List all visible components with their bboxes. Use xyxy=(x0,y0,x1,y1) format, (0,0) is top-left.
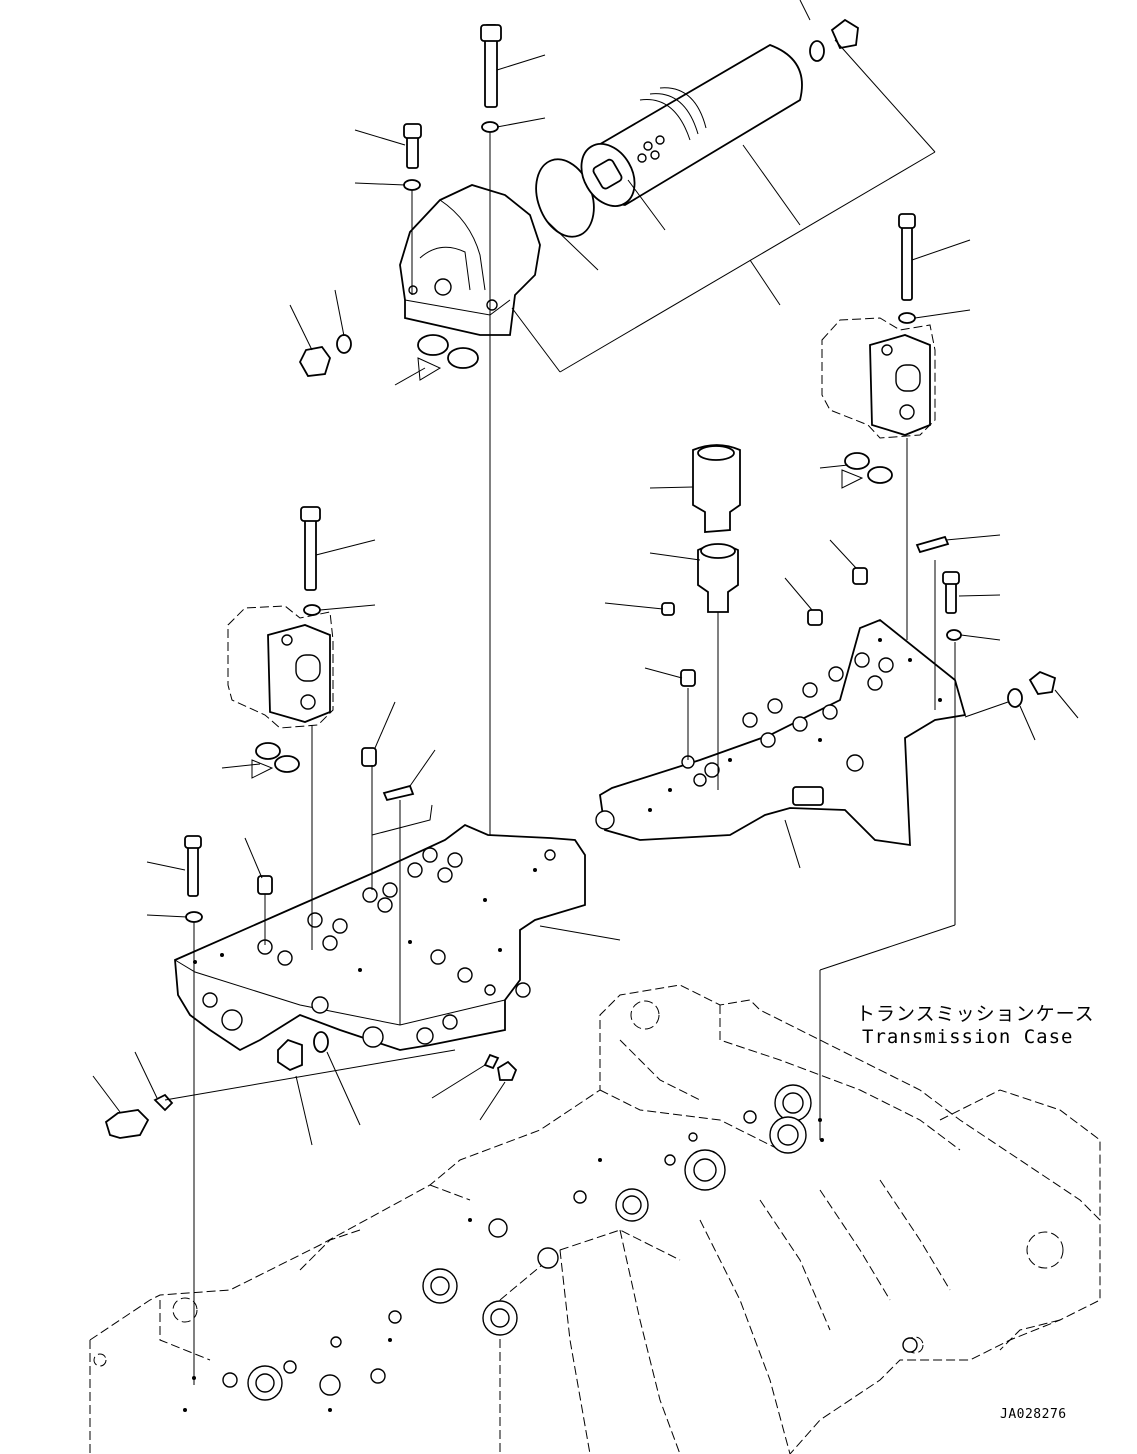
transmission-case xyxy=(89,984,1101,1454)
transmission-case-label-jp: トランスミッションケース xyxy=(856,1003,1095,1025)
drawing-number: JA028276 xyxy=(1000,1407,1067,1422)
right-valve-group xyxy=(595,213,1079,1140)
left-valve-group xyxy=(92,506,621,1385)
filter-assembly xyxy=(289,0,936,990)
transmission-case-label-en: Transmission Case xyxy=(862,1026,1074,1048)
